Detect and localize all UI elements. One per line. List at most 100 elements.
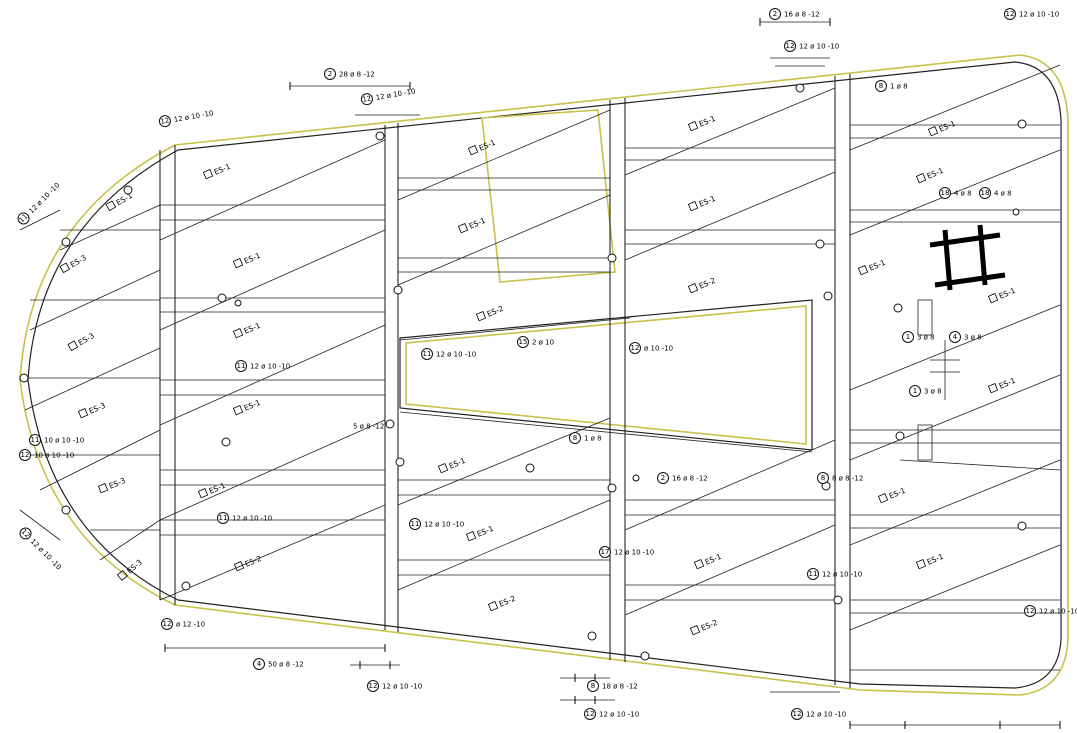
mark-number: 12 [631,344,640,352]
es-tag-text: ES-1 [213,162,232,177]
es-tag: ES-1 [927,119,957,137]
mark-number: 12 [1026,607,1035,615]
callout-text: 12 ø 10 -10 [250,363,290,371]
mark-circle [587,680,599,692]
es-tag: ES-1 [465,524,495,542]
es-tag-text: ES-1 [926,166,945,181]
es-tag: ES-2 [233,554,263,572]
es-tag-box [693,559,705,570]
es-tag: ES-1 [877,486,907,504]
es-tag: ES-2 [689,618,719,636]
rebar-callout: 11 10 ø 10 -10 [29,434,84,446]
es-tag: ES-1 [693,552,723,570]
mark-circle [409,518,421,530]
mark-circle [569,432,581,444]
mark-circle [784,40,796,52]
mark-number: 11 [237,362,246,370]
callout-text: 12 ø 10 -10 [232,515,272,523]
callout-text: 4 ø 8 [954,190,972,198]
es-tag: ES-1 [857,258,887,276]
callout-text: 12 ø 10 -10 [806,711,846,719]
callout-text: 10 ø 10 -10 [44,437,84,445]
es-tag-box [857,265,869,276]
es-tag: ES-1 [232,321,262,339]
mark-circle [17,212,30,225]
mark-circle [657,472,669,484]
mark-number: 8 [879,82,883,90]
callout-text: 50 ø 8 -12 [268,661,304,669]
rebar-callout: 4 50 ø 8 -12 [253,658,304,670]
mark-number: 11 [31,436,40,444]
es-tag: ES-2 [687,276,717,294]
mark-circle [629,342,641,354]
mark-circle [29,434,41,446]
mark-circle [902,331,914,343]
slab-opening [399,299,813,451]
es-tag-text: ES-1 [468,216,487,231]
mark-number: 2 [773,10,777,18]
callout-text: 10 ø 10 -10 [34,452,74,460]
mark-circle [584,708,596,720]
callout-text: 16 ø 8 -12 [784,11,820,19]
es-tag-text: ES-2 [498,594,517,609]
callout-text: 12 ø 10 -10 [424,521,464,529]
es-tag-box [687,283,699,294]
es-tag-text: ES-3 [69,253,88,269]
mark-number: 15 [519,338,528,346]
callout-text: 1 ø 8 [890,83,908,91]
mark-circle [19,527,32,540]
es-tag-box [987,383,999,394]
es-tag-box [927,126,939,137]
mark-number: 12 [163,620,172,628]
callout-text: 12 ø 10 -10 [173,109,214,124]
es-tag-text: ES-1 [208,481,227,496]
mark-number: 4 [257,660,262,668]
es-tag-text: ES-1 [704,552,723,567]
callout-text: 12 ø 10 -10 [614,549,654,557]
mark-number: 8 [591,682,595,690]
rebar-callout: 2 16 ø 8 -12 [769,8,820,20]
es-tag-text: ES-1 [243,251,262,266]
es-tag: ES-1 [232,251,262,269]
dimension-lines [19,21,1060,726]
callout-text: 5 ø 8 -12 [353,423,384,431]
mark-circle [217,512,229,524]
mark-circle [235,360,247,372]
mark-number: 11 [18,212,30,224]
vertical-strips [159,74,851,688]
es-tag: ES-3 [67,331,96,352]
es-tag-text: ES-1 [478,138,497,153]
es-tag-text: ES-3 [125,557,144,575]
es-tag: ES-1 [202,162,232,180]
es-tag-text: ES-1 [998,286,1017,301]
es-tag: ES-2 [475,304,505,322]
callout-text: 12 ø 10 -10 [436,351,476,359]
es-tag: ES-1 [467,138,497,156]
mark-circle [1024,605,1036,617]
mark-circle [807,568,819,580]
es-tag-box [467,145,479,156]
es-tag-text: ES-1 [243,398,262,413]
callout-text: 12 ø 10 -10 [27,181,61,215]
es-tag-box [202,169,214,180]
es-tag-text: ES-3 [88,401,107,416]
es-tag: ES-1 [105,191,134,212]
rebar-callout: 8 1 ø 8 [875,80,908,92]
mark-number: 11 [411,520,420,528]
es-tag-box [232,328,244,339]
callout-text: 12 ø 10 -10 [1039,608,1077,616]
es-tag-box [232,258,244,269]
mark-circle [979,187,991,199]
es-tag: ES-1 [915,166,945,184]
es-tag: ES-1 [987,286,1017,304]
